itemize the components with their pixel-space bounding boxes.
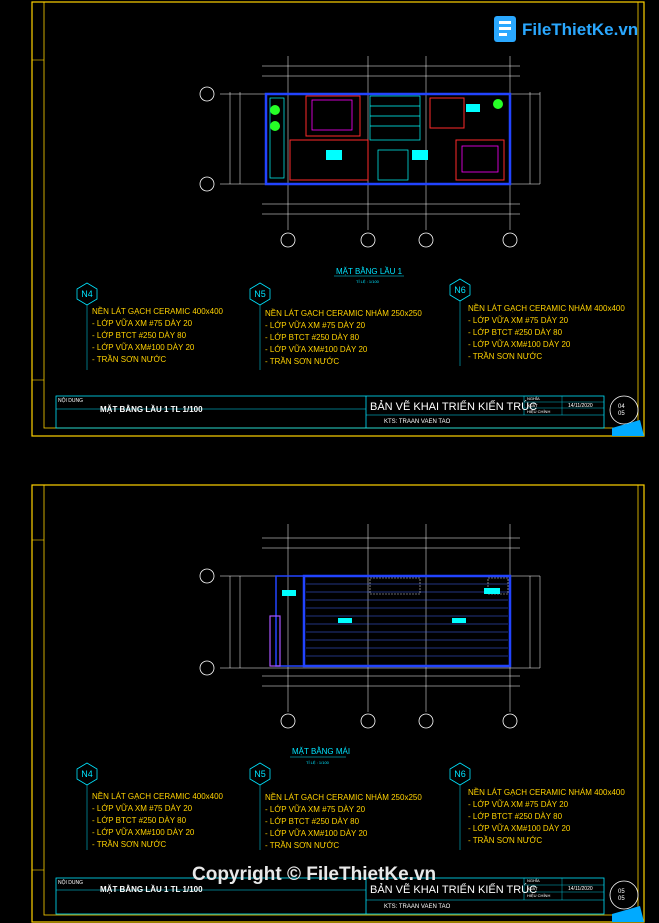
spec-line: NỀN LÁT GẠCH CERAMIC 400x400 [92,792,224,801]
spec-line: - LỚP VỮA XM #75 DÀY 20 [468,800,569,809]
spec-line: - LỚP VỮA XM#100 DÀY 20 [468,824,571,833]
spec-line: - TRẦN SƠN NƯỚC [468,352,543,361]
spec-line: NỀN LÁT GẠCH CERAMIC 400x400 [92,307,224,316]
spec-line: - TRẦN SƠN NƯỚC [468,836,543,845]
title-block-r3: HIỆU CHỈNH [527,409,551,414]
plan-title: MẶT BẰNG MÁI [292,747,351,756]
spec-line: - LỚP VỮA XM #75 DÀY 20 [265,805,366,814]
sheet-1-drawing [31,1,645,437]
spec-list-n6: NỀN LÁT GẠCH CERAMIC NHÁM 400x400 - LỚP … [468,303,625,363]
sheet-1: MẶT BẰNG LẦU 1 TỈ LỆ : 1/100 N4 N5 N6 NỀ… [0,0,659,437]
spec-line: NỀN LÁT GẠCH CERAMIC NHÁM 250x250 [265,309,422,318]
spec-line: - LỚP VỮA XM#100 DÀY 20 [468,340,571,349]
sheet-2-drawing [31,484,645,923]
title-block-date: 14/11/2020 [568,403,593,409]
spec-tag-n6: N6 [454,285,466,295]
title-block-content: MẶT BẰNG LẦU 1 TL 1/100 [100,405,203,414]
spec-line: NỀN LÁT GẠCH CERAMIC NHÁM 400x400 [468,788,625,797]
spec-list-n5: NỀN LÁT GẠCH CERAMIC NHÁM 250x250 - LỚP … [265,792,422,852]
sheet-number: 05 [618,889,625,895]
spec-list-n4: NỀN LÁT GẠCH CERAMIC 400x400 - LỚP VỮA X… [92,306,223,366]
spec-line: - TRẦN SƠN NƯỚC [92,840,167,849]
watermark-copyright: Copyright © FileThietKe.vn [192,864,437,885]
title-block-r3: HIỆU CHỈNH [527,893,551,898]
plan-title: MẶT BẰNG LẦU 1 [336,267,403,276]
spec-line: - LỚP VỮA XM #75 DÀY 20 [468,316,569,325]
spec-line: NỀN LÁT GẠCH CERAMIC NHÁM 250x250 [265,793,422,802]
spec-tag-n5: N5 [254,769,266,779]
spec-list-n6: NỀN LÁT GẠCH CERAMIC NHÁM 400x400 - LỚP … [468,787,625,847]
spec-line: - LỚP BTCT #250 DÀY 80 [265,817,360,826]
spec-line: - LỚP VỮA XM#100 DÀY 20 [92,828,195,837]
title-block-drawing-name: BẢN VẼ KHAI TRIỂN KIẾN TRÚC [370,884,538,896]
title-block-content-label: NỘI DUNG [58,398,83,404]
spec-line: - LỚP VỮA XM #75 DÀY 20 [92,319,193,328]
title-block-architect: KTS: TRAAN VAEN TAO [384,904,451,910]
logo-icon [494,16,516,42]
spec-list-n4: NỀN LÁT GẠCH CERAMIC 400x400 - LỚP VỮA X… [92,791,223,851]
spec-line: - TRẦN SƠN NƯỚC [265,841,340,850]
title-block-content-label: NỘI DUNG [58,880,83,886]
title-block-r2: XUẤT [527,886,538,891]
sheet-total: 05 [618,411,625,417]
spec-line: - LỚP BTCT #250 DÀY 80 [468,812,563,821]
spec-line: - TRẦN SƠN NƯỚC [92,355,167,364]
plan-scale: TỈ LỆ : 1/100 [306,760,329,765]
spec-tag-n4: N4 [81,289,93,299]
spec-line: NỀN LÁT GẠCH CERAMIC NHÁM 400x400 [468,304,625,313]
title-block-r2: XUẤT [527,403,538,408]
spec-line: - LỚP BTCT #250 DÀY 80 [92,816,187,825]
watermark-brand: FileThietKe.vn [522,20,639,39]
spec-tag-n6: N6 [454,769,466,779]
spec-list-n5: NỀN LÁT GẠCH CERAMIC NHÁM 250x250 - LỚP … [265,308,422,368]
spec-line: - LỚP BTCT #250 DÀY 80 [265,333,360,342]
sheet-total: 05 [618,896,625,902]
title-block-drawing-name: BẢN VẼ KHAI TRIỂN KIẾN TRÚC [370,401,538,413]
spec-line: - LỚP VỮA XM#100 DÀY 20 [265,829,368,838]
spec-line: - LỚP BTCT #250 DÀY 80 [468,328,563,337]
sheet-number: 04 [618,404,625,410]
title-block-content: MẶT BẰNG LẦU 1 TL 1/100 [100,885,203,894]
title-block-r1: NGHĨA [527,396,540,401]
watermark-logo: FileThietKe.vn [492,12,642,46]
spec-line: - LỚP VỮA XM#100 DÀY 20 [92,343,195,352]
plan-scale: TỈ LỆ : 1/100 [356,279,379,284]
spec-line: - LỚP VỮA XM#100 DÀY 20 [265,345,368,354]
spec-tag-n4: N4 [81,769,93,779]
spec-tag-n5: N5 [254,289,266,299]
spec-line: - TRẦN SƠN NƯỚC [265,357,340,366]
title-block-r1: NGHĨA [527,878,540,883]
sheet-2: MẶT BẰNG MÁI TỈ LỆ : 1/100 N4 N5 N6 NỀN … [0,480,659,923]
spec-line: - LỚP BTCT #250 DÀY 80 [92,331,187,340]
title-block-architect: KTS: TRAAN VAEN TAO [384,419,451,425]
spec-line: - LỚP VỮA XM #75 DÀY 20 [265,321,366,330]
title-block-date: 14/11/2020 [568,886,593,892]
spec-line: - LỚP VỮA XM #75 DÀY 20 [92,804,193,813]
